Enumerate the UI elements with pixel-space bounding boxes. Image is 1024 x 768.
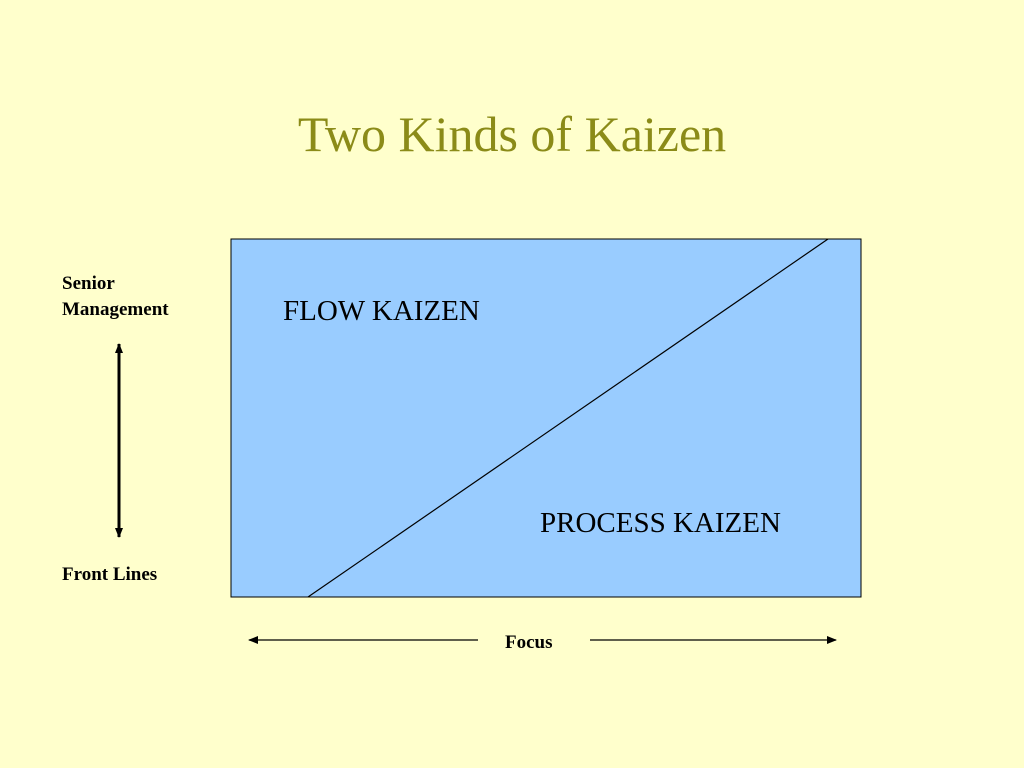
kaizen-box [230, 238, 862, 598]
process-kaizen-label: PROCESS KAIZEN [540, 507, 781, 539]
slide-title: Two Kinds of Kaizen [297, 106, 727, 162]
senior-management-label: Senior Management [62, 271, 169, 323]
flow-kaizen-label: FLOW KAIZEN [283, 295, 480, 327]
focus-label: Focus [505, 632, 553, 653]
diagonal-divider [307, 238, 829, 598]
front-lines-label: Front Lines [62, 564, 158, 585]
senior-label-line1: Senior [62, 273, 115, 294]
senior-label-line2: Management [62, 299, 169, 320]
